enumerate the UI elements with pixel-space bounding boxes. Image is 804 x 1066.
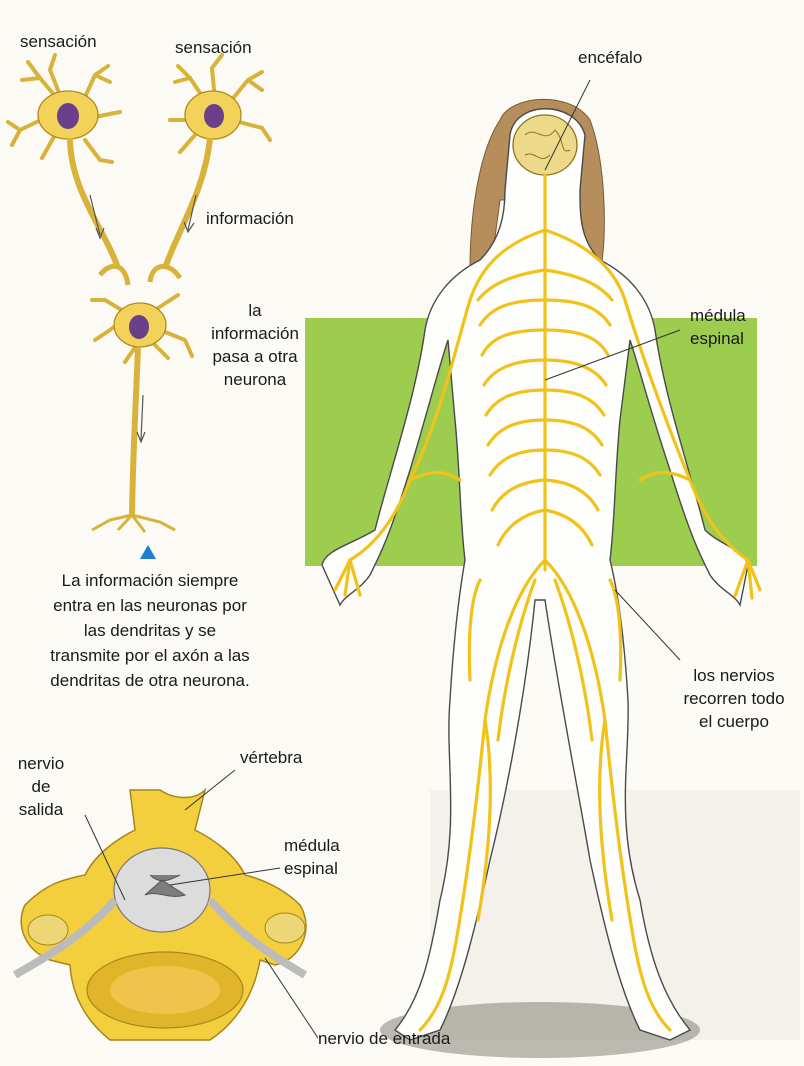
left-axon: [70, 138, 118, 268]
exit-line-1: nervio: [10, 752, 72, 775]
passes-line-2: información: [190, 322, 320, 345]
caption-line-1: La información siempre: [10, 568, 290, 593]
neuron-diagram: [8, 55, 270, 532]
nerves-line-2: recorren todo: [670, 687, 798, 710]
right-nucleus: [204, 104, 224, 128]
cord-label: médula espinal: [690, 304, 746, 350]
right-axon: [165, 138, 210, 268]
neuron-caption: La información siempre entra en las neur…: [10, 568, 290, 693]
cord-line-2: espinal: [690, 327, 746, 350]
passes-line-3: pasa a otra: [190, 345, 320, 368]
vertebra-cord-label: médula espinal: [284, 834, 340, 880]
sensation-left-label: sensación: [20, 30, 97, 53]
exit-nerve-label: nervio de salida: [10, 752, 72, 821]
vertebra-label: vértebra: [240, 746, 302, 769]
passes-line-1: la: [190, 299, 320, 322]
entry-nerve-label: nervio de entrada: [318, 1027, 450, 1050]
left-nucleus: [57, 103, 79, 129]
caption-line-2: entra en las neuronas por: [10, 593, 290, 618]
caption-line-3: las dendritas y se: [10, 618, 290, 643]
exit-line-2: de: [10, 775, 72, 798]
nerves-line-1: los nervios: [670, 664, 798, 687]
nerves-line-3: el cuerpo: [670, 710, 798, 733]
brain-label: encéfalo: [578, 46, 642, 69]
passes-line-4: neurona: [190, 368, 320, 391]
cord-line-1: médula: [690, 304, 746, 327]
passes-label: la información pasa a otra neurona: [190, 299, 320, 391]
triangle-up-icon: [140, 545, 156, 559]
vertebra-cord-line-1: médula: [284, 834, 340, 857]
caption-line-5: dendritas de otra neurona.: [10, 668, 290, 693]
caption-line-4: transmite por el axón a las: [10, 643, 290, 668]
nerves-label: los nervios recorren todo el cuerpo: [670, 664, 798, 733]
vertebra-cord-line-2: espinal: [284, 857, 340, 880]
information-label: información: [206, 207, 294, 230]
middle-nucleus: [129, 315, 149, 339]
sensation-right-label: sensación: [175, 36, 252, 59]
middle-axon: [132, 348, 138, 515]
exit-line-3: salida: [10, 798, 72, 821]
brain-shape: [513, 115, 577, 175]
